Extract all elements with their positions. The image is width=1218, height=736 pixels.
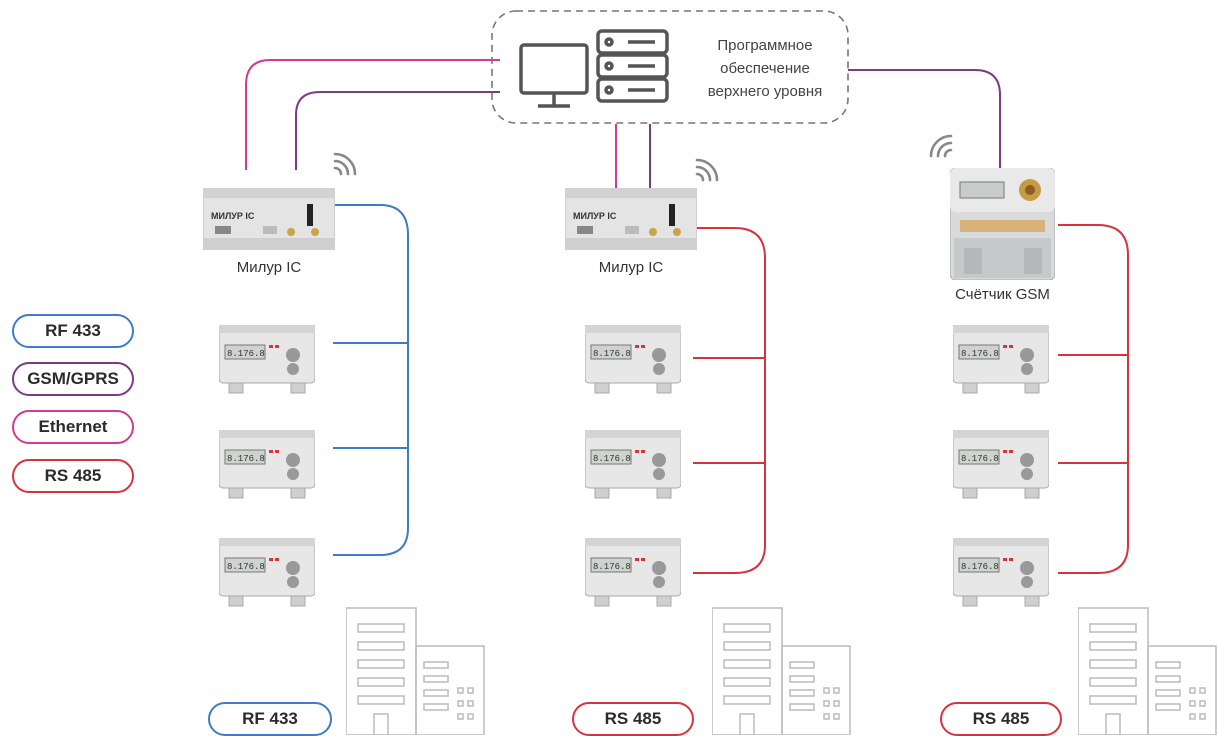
device-label-middle: Милур IC: [598, 259, 664, 276]
software-line-1: Программное: [717, 37, 813, 54]
meter-display: 8.176.8: [227, 349, 265, 359]
meter-display: 8.176.8: [961, 562, 999, 572]
gsm-line-left: [295, 91, 500, 170]
meter-display: 8.176.8: [227, 454, 265, 464]
ethernet-line-left: [245, 59, 500, 170]
milur-ic-device: МИЛУР IC: [203, 188, 335, 250]
wifi-icon-middle: [695, 158, 719, 182]
device-label-right: Счётчик GSM: [955, 286, 1050, 303]
legend-ethernet: Ethernet: [12, 410, 134, 444]
server-icon: [596, 29, 669, 103]
gsm-meter-device: [950, 168, 1055, 280]
legend-rs485: RS 485: [12, 459, 134, 493]
building-icon: [346, 607, 485, 735]
electricity-meter: 8.176.8: [219, 325, 315, 394]
rs485-bus-middle: [693, 227, 766, 574]
wifi-icon-right: [929, 134, 953, 158]
electricity-meter: 8.176.8: [953, 325, 1049, 394]
wifi-icon-left: [333, 152, 357, 176]
software-line-2: обеспечение: [720, 60, 810, 77]
software-box: [491, 10, 849, 124]
electricity-meter: 8.176.8: [953, 430, 1049, 499]
rf-bus-left: [333, 204, 409, 556]
meter-display: 8.176.8: [961, 454, 999, 464]
electricity-meter: 8.176.8: [219, 430, 315, 499]
building-icon: [1078, 607, 1217, 735]
device-label-left: Милур IC: [236, 259, 302, 276]
monitor-icon: [519, 43, 589, 108]
meter-display: 8.176.8: [593, 562, 631, 572]
bus-label-left: RF 433: [208, 702, 332, 736]
milur-ic-device: МИЛУР IC: [565, 188, 697, 250]
electricity-meter: 8.176.8: [585, 325, 681, 394]
legend-rf433: RF 433: [12, 314, 134, 348]
gsm-line-right: [848, 69, 1001, 168]
electricity-meter: 8.176.8: [953, 538, 1049, 607]
software-label: Программное обеспечение верхнего уровня: [680, 34, 850, 103]
building-icon: [712, 607, 851, 735]
device-brand: МИЛУР IC: [211, 211, 255, 221]
bus-label-right: RS 485: [940, 702, 1062, 736]
electricity-meter: 8.176.8: [585, 430, 681, 499]
device-brand: МИЛУР IC: [573, 211, 617, 221]
meter-display: 8.176.8: [961, 349, 999, 359]
meter-display: 8.176.8: [593, 454, 631, 464]
rs485-bus-right: [1058, 224, 1129, 574]
software-line-3: верхнего уровня: [707, 83, 823, 100]
electricity-meter: 8.176.8: [219, 538, 315, 607]
legend-gsm-gprs: GSM/GPRS: [12, 362, 134, 396]
electricity-meter: 8.176.8: [585, 538, 681, 607]
meter-display: 8.176.8: [227, 562, 265, 572]
bus-label-middle: RS 485: [572, 702, 694, 736]
meter-display: 8.176.8: [593, 349, 631, 359]
